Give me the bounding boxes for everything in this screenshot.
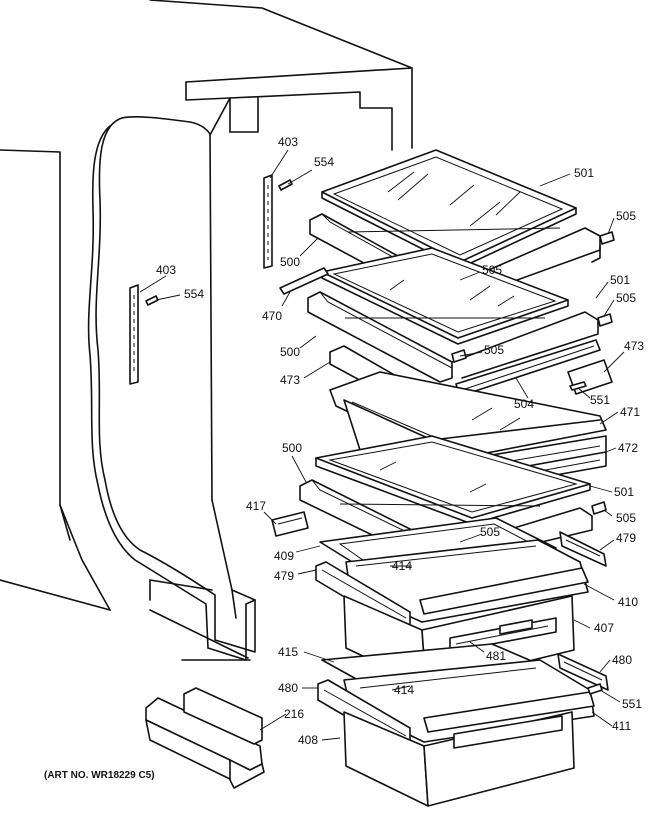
label-501-c: 501 [614,485,634,499]
label-403-a: 403 [278,135,298,149]
clip-505-d [451,349,467,363]
label-414-a: 414 [392,559,412,573]
label-480-a: 480 [612,653,632,667]
label-410: 410 [618,595,638,609]
label-473-a: 473 [624,339,644,353]
clip-505-a [599,231,615,245]
label-414-b: 414 [394,683,414,697]
label-216: 216 [284,707,304,721]
label-500-b: 500 [280,345,300,359]
label-505-b: 505 [482,263,502,277]
label-554-a: 554 [314,155,334,169]
slide-479-right [559,531,607,567]
label-403-b: 403 [156,263,176,277]
label-500-c: 500 [282,441,302,455]
label-407: 407 [594,621,614,635]
rail-470 [279,267,329,295]
screw-554-right [278,179,293,191]
pan-408 [343,711,575,807]
label-551-b: 551 [622,697,642,711]
label-501-b: 501 [610,273,630,287]
label-501-a: 501 [574,166,594,180]
screw-554-left [145,295,159,306]
screw-551-a [569,381,587,391]
label-554-b: 554 [184,287,204,301]
label-551-a: 551 [590,393,610,407]
shelf-support-403-left [129,284,139,385]
label-480-b: 480 [278,681,298,695]
label-505-e: 505 [616,511,636,525]
label-479-b: 479 [274,569,294,583]
label-417: 417 [246,499,266,513]
label-473-b: 473 [280,373,300,387]
label-411: 411 [612,719,631,733]
label-470: 470 [262,309,282,323]
label-504: 504 [514,397,534,411]
label-481: 481 [486,649,506,663]
screw-551-b [587,683,603,695]
label-505-a: 505 [616,209,636,223]
label-409: 409 [274,549,294,563]
art-number: (ART NO. WR18229 C5) [44,770,155,781]
cabinet [0,0,413,661]
label-505-d: 505 [484,343,504,357]
door-gasket [87,116,256,661]
part-labels: 403 554 403 554 501 505 500 505 470 501 … [44,135,644,781]
bin-216 [145,687,265,789]
shelf-support-403-right [263,174,273,269]
label-471: 471 [620,405,640,419]
label-500-a: 500 [280,255,300,269]
label-415: 415 [278,645,298,659]
clip-505-c [597,313,613,327]
label-505-f: 505 [480,525,500,539]
label-479-a: 479 [616,531,636,545]
leader-lines [139,149,625,741]
label-408: 408 [298,733,318,747]
clip-505-e [591,501,607,515]
bracket-417 [271,511,309,537]
label-505-c: 505 [616,291,636,305]
slide-480-right [557,653,609,691]
label-472: 472 [618,441,638,455]
